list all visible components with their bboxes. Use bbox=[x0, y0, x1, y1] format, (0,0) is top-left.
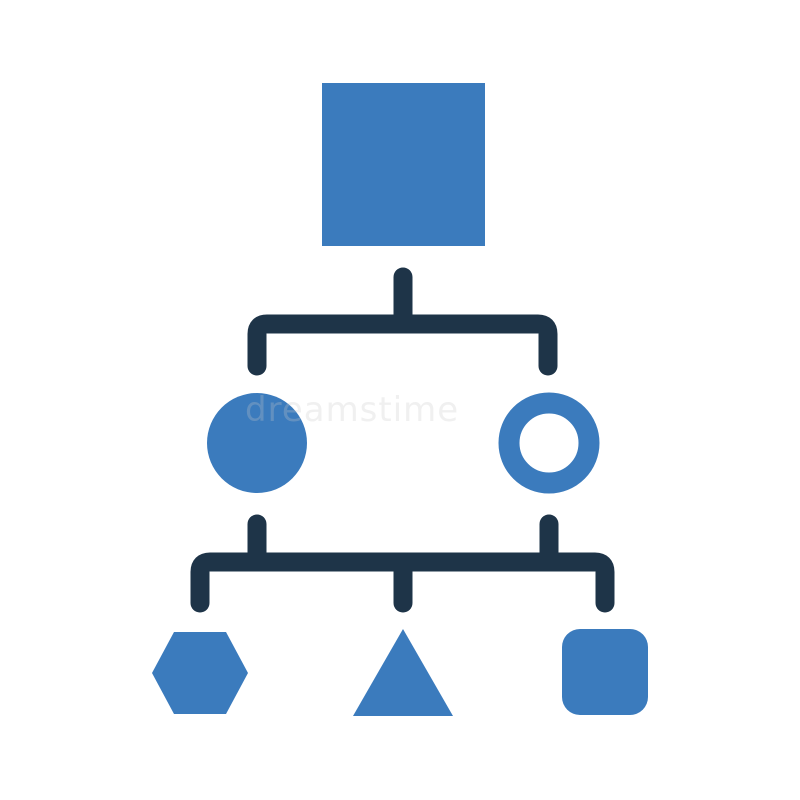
ring-node bbox=[498, 392, 600, 494]
root-square-node bbox=[322, 83, 485, 246]
rounded-square-node bbox=[562, 629, 648, 715]
connector-level-2-to-3 bbox=[190, 514, 615, 613]
filled-circle-node bbox=[207, 393, 307, 493]
connector-level-1-to-2 bbox=[247, 267, 558, 376]
hexagon-node bbox=[152, 632, 248, 714]
triangle-node bbox=[353, 629, 453, 716]
